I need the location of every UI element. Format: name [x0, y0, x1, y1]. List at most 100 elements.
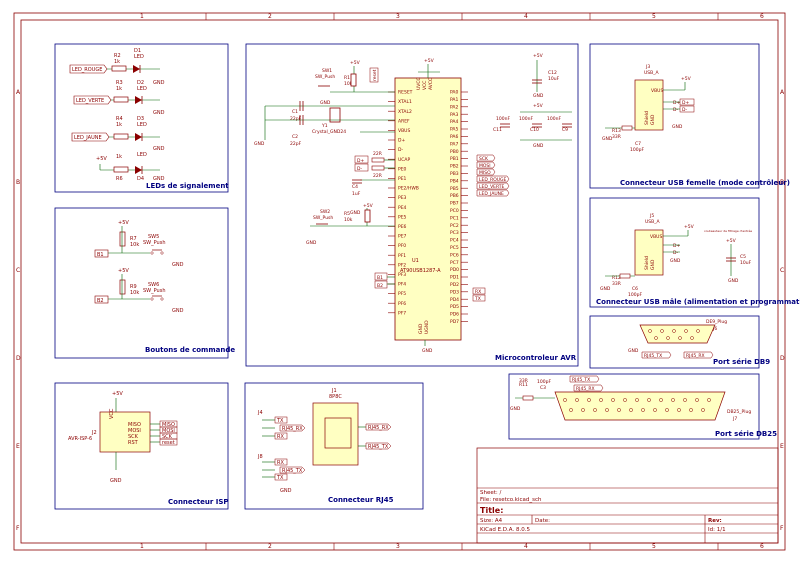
mcu-pin-label: PB5: [450, 186, 459, 192]
svg-text:DE9_Plug: DE9_Plug: [706, 319, 727, 325]
svg-text:VCC: VCC: [422, 81, 428, 90]
svg-text:SW_Push: SW_Push: [315, 74, 335, 80]
col-label: 4: [524, 543, 528, 550]
svg-text:10k: 10k: [130, 242, 139, 248]
rj45-block: Connecteur RJ45 J1 8P8C RJ45_RX RJ45_TX …: [244, 382, 424, 510]
mcu-pin-label: PA4: [450, 119, 459, 125]
svg-text:B1: B1: [377, 275, 383, 281]
mcu-pin-label: PD2: [450, 282, 459, 288]
svg-text:D-: D-: [682, 107, 687, 113]
svg-text:GND: GND: [172, 308, 184, 314]
db25-block: Port série DB25 R11 33R 100pF C3 RJ45_TX…: [508, 373, 777, 440]
col-label: 2: [268, 543, 272, 550]
title-block: Sheet: / File: resetco.kicad_sch Title: …: [476, 447, 779, 544]
svg-text:10k: 10k: [344, 81, 353, 87]
led-net-label: LED_JAUNE: [74, 135, 102, 141]
mcu-pin-label: PE0: [398, 166, 407, 172]
svg-text:R3: R3: [116, 80, 123, 86]
svg-text:22pF: 22pF: [290, 116, 302, 122]
svg-text:J4: J4: [257, 410, 263, 416]
svg-text:AVR-ISP-6: AVR-ISP-6: [68, 436, 92, 442]
row-label: D: [16, 355, 21, 362]
svg-text:J8: J8: [257, 454, 263, 460]
db25-pin: [653, 408, 657, 412]
svg-text:C11: C11: [493, 127, 502, 133]
svg-text:10k: 10k: [130, 290, 139, 296]
mcu-pin-label: PC1: [450, 215, 459, 221]
svg-text:+5V: +5V: [112, 391, 123, 397]
svg-text:TX: TX: [276, 475, 284, 481]
db25-pin: [575, 398, 579, 402]
svg-text:+5V: +5V: [118, 268, 129, 274]
db25-pin: [689, 408, 693, 412]
mcu-pin-label: XTAL1: [398, 99, 412, 105]
svg-text:100pF: 100pF: [630, 147, 644, 153]
mcu-pin-label: PB2: [450, 164, 459, 170]
row-label: A: [16, 89, 21, 96]
rj45-title: Connecteur RJ45: [328, 496, 394, 504]
svg-text:GND: GND: [670, 258, 681, 264]
led-net-label: LED_ROUGE: [72, 67, 102, 73]
db25-pin: [635, 398, 639, 402]
db9-connector-icon: [639, 324, 716, 344]
svg-text:J7: J7: [732, 416, 737, 422]
rj45-connector-body: [312, 402, 359, 466]
usb-female-title: Connecteur USB femelle (mode contrôleur): [620, 179, 790, 187]
db25-pin: [569, 408, 573, 412]
svg-text:Shield: Shield: [644, 111, 650, 125]
svg-text:100nF: 100nF: [519, 116, 533, 122]
svg-text:LED_ROUGE: LED_ROUGE: [479, 177, 507, 183]
svg-text:D+: D+: [673, 243, 680, 249]
svg-text:C10: C10: [530, 127, 539, 133]
mcu-pin-label: PF3: [398, 272, 406, 278]
mcu-pin-label: PF5: [398, 291, 406, 297]
isp-title: Connecteur ISP: [168, 498, 229, 506]
col-label: 1: [140, 543, 144, 550]
svg-text:U1: U1: [412, 258, 419, 264]
db25-pin: [587, 398, 591, 402]
svg-text:SCK: SCK: [128, 434, 139, 440]
mcu-pin-label: PE2/HWB: [398, 186, 419, 192]
db25-pin: [647, 398, 651, 402]
mcu-pin-label: PB6: [450, 193, 459, 199]
mcu-block: Microcontroleur AVR U1 AT90USB1287-A RES…: [245, 43, 579, 367]
mcu-pin-label: PE7: [398, 234, 407, 240]
svg-text:GND: GND: [600, 286, 611, 292]
svg-text:RJ45_TX: RJ45_TX: [368, 444, 389, 450]
mcu-pin-label: PD5: [450, 304, 459, 310]
svg-text:GND: GND: [628, 348, 639, 354]
file-label: File: resetco.kicad_sch: [480, 497, 542, 503]
col-label: 5: [652, 13, 656, 20]
svg-text:33R: 33R: [612, 281, 621, 287]
leds-title: LEDs de signalement: [146, 182, 229, 190]
db25-pin: [617, 408, 621, 412]
svg-text:GND: GND: [110, 478, 122, 484]
svg-text:GND: GND: [422, 348, 433, 354]
svg-text:+5V: +5V: [681, 76, 692, 82]
svg-text:100pF: 100pF: [628, 292, 642, 298]
svg-text:LED_VERTE: LED_VERTE: [479, 184, 505, 190]
date-label: Date:: [535, 518, 550, 524]
svg-text:GND: GND: [728, 278, 739, 284]
svg-text:+5V: +5V: [350, 60, 361, 66]
svg-text:RX: RX: [277, 434, 284, 440]
svg-text:LED: LED: [134, 54, 144, 60]
mcu-pin-label: AREF: [398, 118, 410, 124]
svg-text:R5: R5: [344, 211, 350, 217]
mcu-pin-label: PD6: [450, 312, 459, 318]
svg-text:1k: 1k: [116, 154, 122, 160]
svg-text:RST: RST: [128, 440, 139, 446]
svg-text:MOSI: MOSI: [162, 428, 175, 434]
db25-pin: [581, 408, 585, 412]
mcu-pin-label: PA0: [450, 90, 459, 96]
svg-text:RX: RX: [277, 460, 284, 466]
mcu-pin-label: PB7: [450, 201, 459, 207]
svg-text:10k: 10k: [344, 217, 353, 223]
mcu-pin-label: PC4: [450, 238, 459, 244]
svg-text:R6: R6: [116, 176, 123, 182]
usb-connector-body: [634, 229, 664, 276]
col-label: 3: [396, 543, 400, 550]
svg-text:D4: D4: [137, 176, 144, 182]
svg-text:AVCC: AVCC: [428, 78, 434, 90]
svg-text:C9: C9: [562, 127, 568, 133]
